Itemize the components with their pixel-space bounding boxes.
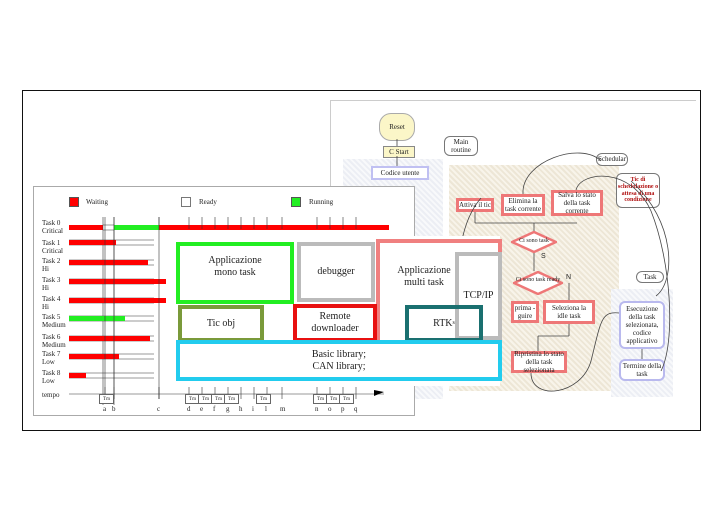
task-callout: Task xyxy=(636,271,664,283)
legend-waiting-label: Waiting xyxy=(86,198,108,206)
basic-library-label: Basic library; xyxy=(311,348,367,360)
ci-sono-task-label: Ci sono task xyxy=(519,238,549,244)
legend-ready-swatch xyxy=(181,197,191,207)
elimina-node: Elimina la task corrente xyxy=(501,194,545,216)
bar-waiting xyxy=(69,240,116,245)
reset-node: Reset xyxy=(379,113,415,141)
codice-utente-node: Codice utente xyxy=(371,166,429,180)
debugger-block: debugger xyxy=(297,242,375,302)
legend-running-swatch xyxy=(291,197,301,207)
legend-ready-label: Ready xyxy=(199,198,217,206)
time-arrow-flag xyxy=(374,390,384,396)
prima-node: prima -guire xyxy=(511,301,539,323)
can-library-label: CAN library; xyxy=(312,360,366,372)
salva-node: Salva lo stato della task corrente xyxy=(551,190,603,216)
legend-waiting-swatch xyxy=(69,197,79,207)
task0-row xyxy=(69,224,389,231)
time-tick-label: o xyxy=(328,405,332,413)
main-routine-callout: Main routine xyxy=(444,136,478,156)
tic-obj-block: Tic obj xyxy=(178,305,264,342)
bar-waiting xyxy=(69,336,150,341)
termine-node: Termine della task xyxy=(619,359,665,381)
bar-waiting xyxy=(69,298,166,303)
bar-waiting xyxy=(69,279,166,284)
ci-sono-task-decision: Ci sono task xyxy=(511,231,557,253)
bar-ready xyxy=(102,224,115,231)
bar-waiting xyxy=(69,260,148,265)
s-label: S xyxy=(541,253,546,260)
tic-callout: Tic di schedulazione o attesa di una con… xyxy=(616,173,660,208)
legend-running-label: Running xyxy=(309,198,334,206)
c-start-node: C Start xyxy=(383,146,415,158)
gantt-bars xyxy=(69,217,389,405)
remote-downloader-block: Remote downloader xyxy=(293,304,377,342)
time-tick-label: e xyxy=(200,405,204,413)
bar-running xyxy=(114,225,159,230)
time-tick-label: h xyxy=(239,405,243,413)
basic-library-block: Basic library; CAN library; xyxy=(176,340,502,381)
architecture-diagram: Applicazione mono task debugger Applicaz… xyxy=(172,236,502,386)
bar-waiting xyxy=(69,373,86,378)
time-tick-label: p xyxy=(341,405,345,413)
tm-marker: Tm xyxy=(256,394,271,404)
time-tick-label: a xyxy=(103,405,107,413)
time-tick-label: n xyxy=(315,405,319,413)
n-label: N xyxy=(566,274,572,281)
tm-marker: Tm xyxy=(99,394,114,404)
time-tick-label: f xyxy=(213,405,216,413)
time-tick-label: c xyxy=(157,405,161,413)
scheduler-callout: Schedular xyxy=(596,153,628,166)
time-tick-label: g xyxy=(226,405,230,413)
esecuzione-node: Esecuzione della task selezionata, codic… xyxy=(619,301,665,349)
attiva-tic-node: Attiva il tic xyxy=(456,198,494,212)
app-mono-block: Applicazione mono task xyxy=(176,242,294,304)
time-tick-label: d xyxy=(187,405,191,413)
time-tick-label: b xyxy=(112,405,116,413)
time-tick-label: i xyxy=(252,405,254,413)
rtk-subscript: s xyxy=(452,319,455,326)
time-tick-label: l xyxy=(265,405,267,413)
seleziona-idle-node: Seleziona la idle task xyxy=(543,300,595,324)
time-tick-label: m xyxy=(280,405,286,413)
bar-waiting xyxy=(159,225,389,230)
bar-waiting xyxy=(69,225,114,230)
tm-marker: Tm xyxy=(339,394,354,404)
time-tick-label: q xyxy=(354,405,358,413)
ripristina-node: Ripristina lo stato della task seleziona… xyxy=(511,350,567,374)
bar-waiting xyxy=(69,354,119,359)
bar-running xyxy=(69,316,125,321)
time-axis-label: tempo xyxy=(42,391,60,399)
ci-sono-ready-label: Ci sono task ready xyxy=(515,277,561,283)
tm-marker: Tm xyxy=(224,394,239,404)
ci-sono-ready-decision: Ci sono task ready xyxy=(513,271,563,295)
